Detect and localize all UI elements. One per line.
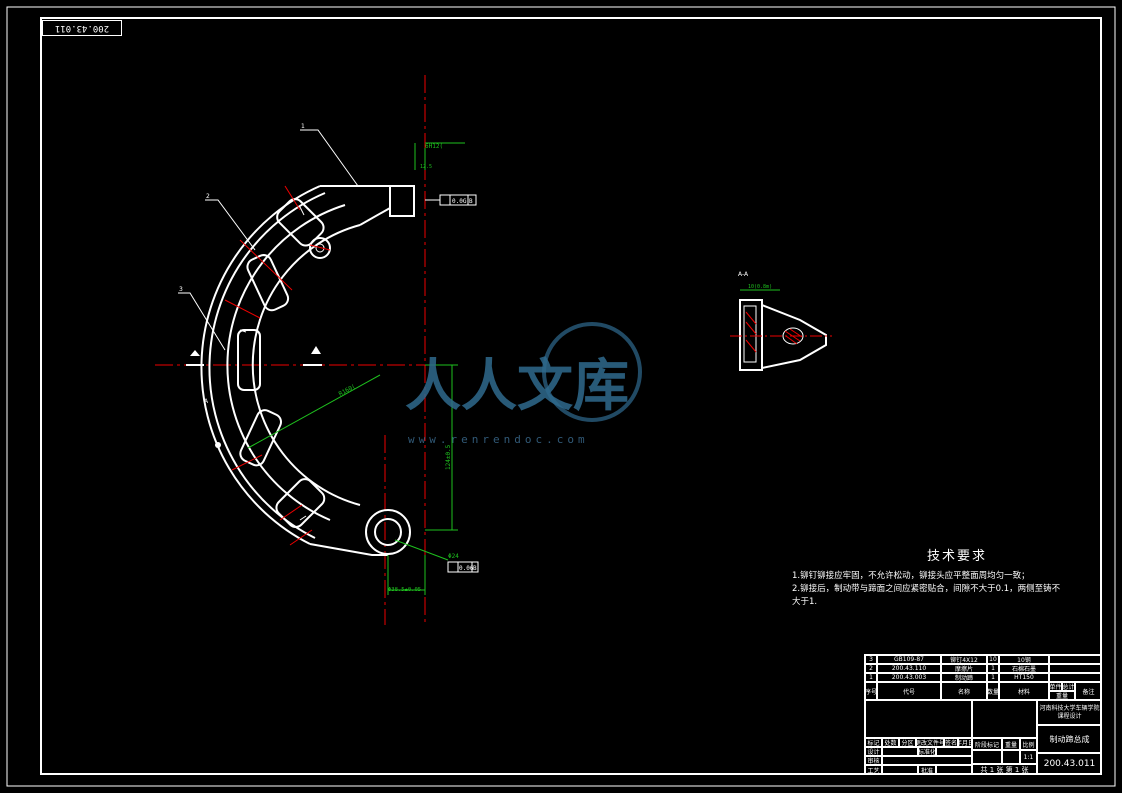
revision-grid xyxy=(865,700,972,738)
svg-text:0.06: 0.06 xyxy=(459,565,474,572)
rev-doc: 更改文件号 xyxy=(916,738,944,747)
note-line-3: 大于1. xyxy=(792,597,818,607)
section-view-aa: A-A 10(0.8m) xyxy=(730,271,832,371)
note-line-2: 2.铆接后，制动带与蹄面之间应紧密贴合，间隙不大于0.1，两侧至铸不 xyxy=(792,584,1061,594)
bom-header-name: 名称 xyxy=(941,682,987,700)
rev-mark: 标记 xyxy=(865,738,882,747)
width-dim: Φ38.5±0.05 xyxy=(388,587,421,593)
bom-code: GB109-87 xyxy=(877,655,941,664)
rev-sign: 签名 xyxy=(944,738,958,747)
row-std-value xyxy=(936,747,972,756)
bom-name: 摩擦片 xyxy=(941,664,987,673)
drawing-number-stamp: 200.43.011 xyxy=(42,20,122,36)
stage-mark-header: 阶段标记 xyxy=(972,738,1002,750)
technical-requirements: 技术要求 1.铆钉铆接应牢固，不允许松动，铆接头应平整面周均匀一致； 2.铆接后… xyxy=(792,545,1102,609)
section-marker-left: A xyxy=(186,350,209,405)
section-marker-right xyxy=(303,346,322,366)
bom-name: 铆钉4X12 xyxy=(941,655,987,664)
bom-header-code: 代号 xyxy=(877,682,941,700)
weight-value xyxy=(1002,750,1020,764)
weight-header: 重量 xyxy=(1002,738,1020,750)
bom-code: 200.43.003 xyxy=(877,673,941,682)
drawing-number: 200.43.011 xyxy=(1037,753,1102,775)
bom-no: 1 xyxy=(865,673,877,682)
bom-header-remark: 备注 xyxy=(1075,682,1102,700)
notes-title: 技术要求 xyxy=(926,549,987,564)
surface-finish: 12.5 xyxy=(420,164,432,170)
bom-code: 200.43.110 xyxy=(877,664,941,673)
svg-text:0.0G: 0.0G xyxy=(452,198,467,205)
tolerance-frame-top: 0.0G B xyxy=(425,194,477,206)
row-process-value xyxy=(882,765,918,775)
ratio-value: 1:1 xyxy=(1020,750,1037,764)
bom-extra xyxy=(1049,664,1102,673)
svg-text:A-A: A-A xyxy=(738,271,749,278)
svg-text:人人文库: 人人文库 xyxy=(405,354,629,419)
brake-shoe-main-view xyxy=(200,185,415,556)
callout-2: 2 xyxy=(206,193,210,200)
watermark: 人人文库 www.renrendoc.com xyxy=(405,322,642,446)
bom-qty: 1 xyxy=(987,664,999,673)
ratio-header: 比例 xyxy=(1020,738,1037,750)
bom-header-qty: 数量 xyxy=(987,682,999,700)
tolerance-frame-bottom: 0.06 B xyxy=(447,561,479,573)
inner-border xyxy=(40,17,1102,775)
bom-mat: HT150 xyxy=(999,673,1049,682)
bom-header-single: 单件 xyxy=(1049,682,1062,691)
row-std: 标准化 xyxy=(918,747,936,756)
bom-header-weight: 重量 xyxy=(1049,691,1075,700)
blank-cell xyxy=(972,700,1037,738)
svg-text:10(0.8m): 10(0.8m) xyxy=(748,284,772,290)
bore-dim: Φ24 xyxy=(448,553,459,560)
bom-name: 制动蹄 xyxy=(941,673,987,682)
hole-fit-label: 6H12( xyxy=(425,143,443,150)
stage-mark-value xyxy=(972,750,1002,764)
row-approve-value xyxy=(936,765,972,775)
bom-header-no: 序号 xyxy=(865,682,877,700)
svg-text:A: A xyxy=(204,398,209,405)
bom-qty: 1 xyxy=(987,673,999,682)
row-design-value xyxy=(882,747,918,756)
dimension-lines xyxy=(247,142,465,595)
bom-mat: 10钢 xyxy=(999,655,1049,664)
svg-text:B: B xyxy=(473,565,477,572)
row-review: 审核 xyxy=(865,756,882,765)
radius-dim: R160( xyxy=(338,383,357,398)
rev-date: 年月日 xyxy=(958,738,972,747)
bom-extra xyxy=(1049,673,1102,682)
part-name: 制动蹄总成 xyxy=(1037,725,1102,753)
callout-3: 3 xyxy=(179,286,183,293)
row-process: 工艺 xyxy=(865,765,882,775)
bom-mat: 石棉石墨 xyxy=(999,664,1049,673)
rev-zone: 分区 xyxy=(899,738,916,747)
rivet-center-marks xyxy=(224,185,331,546)
sheet-info: 共 1 张 第 1 张 xyxy=(972,764,1037,775)
bom-no: 3 xyxy=(865,655,877,664)
rev-count: 处数 xyxy=(882,738,899,747)
bom-header-total: 总计 xyxy=(1062,682,1075,691)
outer-border xyxy=(6,6,1116,787)
row-design: 设计 xyxy=(865,747,882,756)
callout-leaders xyxy=(178,129,359,351)
offset-dim: 124±0.5 xyxy=(445,444,452,470)
bom-no: 2 xyxy=(865,664,877,673)
svg-text:B: B xyxy=(469,198,473,205)
school-name: 河南科技大学车辆学院课程设计 xyxy=(1037,700,1102,725)
row-approve: 批准 xyxy=(918,765,936,775)
title-block: 3 GB109-87 铆钉4X12 10 10钢 2 200.43.110 摩擦… xyxy=(864,654,1102,775)
svg-text:www.renrendoc.com: www.renrendoc.com xyxy=(408,433,589,446)
bom-header-mat: 材料 xyxy=(999,682,1049,700)
row-review-value xyxy=(882,756,972,765)
bom-qty: 10 xyxy=(987,655,999,664)
rivet-dot xyxy=(215,442,221,448)
bom-extra xyxy=(1049,655,1102,664)
note-line-1: 1.铆钉铆接应牢固，不允许松动，铆接头应平整面周均匀一致； xyxy=(792,571,1030,581)
callout-1: 1 xyxy=(301,123,305,130)
